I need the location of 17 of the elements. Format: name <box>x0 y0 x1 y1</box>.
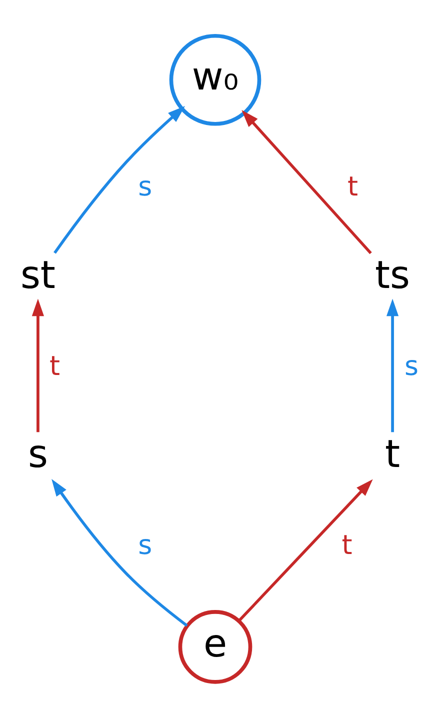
arrow <box>54 106 186 254</box>
edge-label: t <box>49 350 60 382</box>
arrow <box>386 298 399 432</box>
node-text: ts <box>375 252 410 298</box>
edge-label: s <box>404 350 418 382</box>
node-text: s <box>28 432 48 477</box>
edge-label: t <box>342 530 352 562</box>
edge-label: t <box>347 172 358 203</box>
edge-label: s <box>138 530 152 562</box>
arrow <box>238 479 373 622</box>
arrow <box>32 298 44 432</box>
node-text: t <box>385 432 400 477</box>
arrow <box>242 110 372 254</box>
edge-label: s <box>138 172 152 203</box>
node-text: st <box>20 252 56 298</box>
node-circle: e <box>178 610 252 684</box>
arrow <box>52 479 188 627</box>
